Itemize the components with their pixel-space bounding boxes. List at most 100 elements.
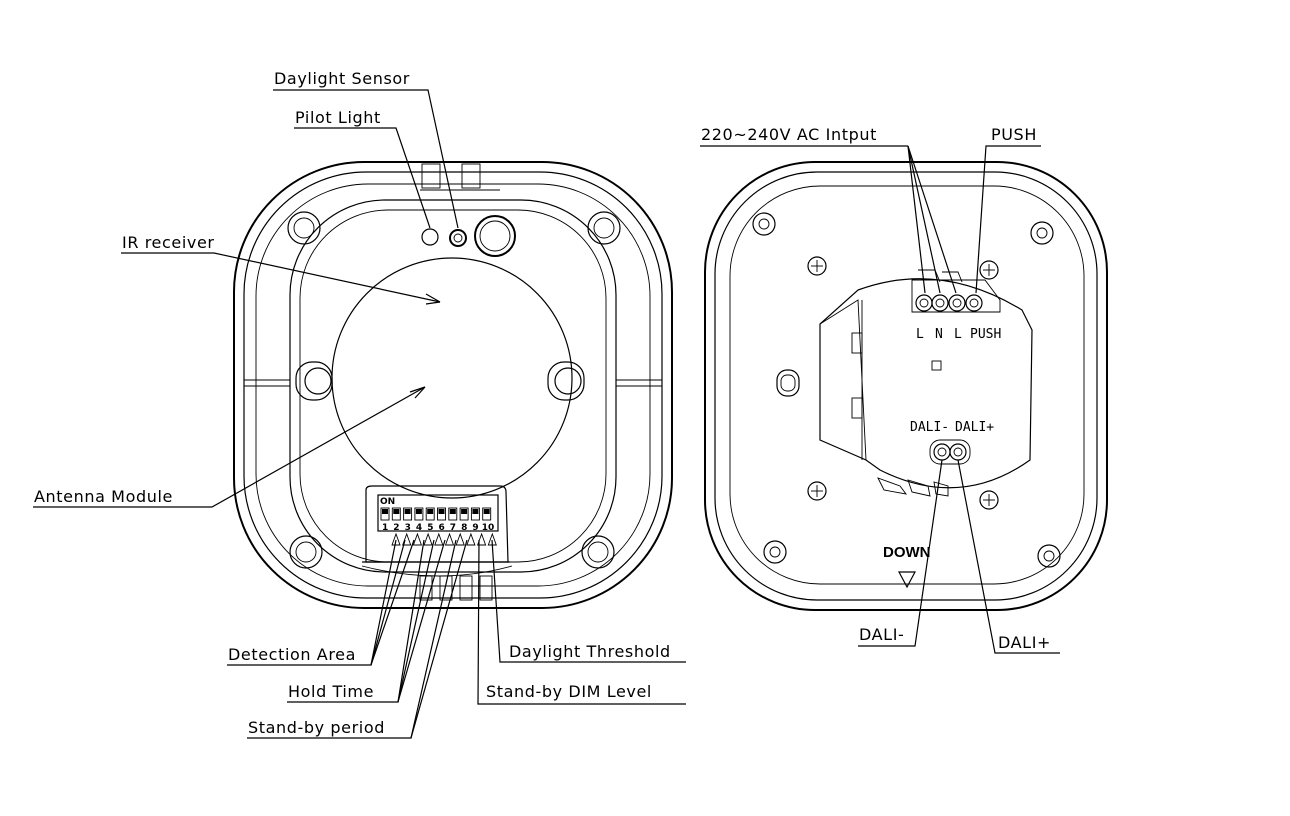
label-standby-dim-level: Stand-by DIM Level bbox=[477, 539, 686, 705]
label-ir-receiver: IR receiver bbox=[121, 233, 441, 305]
dip-switch-9 bbox=[470, 507, 480, 521]
dip-switch-5 bbox=[425, 507, 435, 521]
terminal-label-l1: L bbox=[916, 327, 924, 342]
dip-switch-6 bbox=[437, 507, 446, 521]
dip-switch-8 bbox=[459, 507, 469, 521]
pilot-light-text: Pilot Light bbox=[295, 108, 381, 127]
corner-screw-bl bbox=[289, 535, 323, 569]
back-housing-inner-2 bbox=[729, 185, 1085, 585]
dip-number-7: 7 bbox=[450, 523, 456, 533]
dip-number-2: 2 bbox=[393, 523, 399, 533]
down-label: DOWN bbox=[883, 544, 931, 561]
dip-number-10: 10 bbox=[482, 523, 495, 533]
label-push: PUSH bbox=[975, 125, 1041, 294]
front-housing-outer bbox=[233, 161, 673, 609]
terminal-label-n: N bbox=[935, 327, 943, 342]
label-dali-minus: DALI- bbox=[858, 459, 943, 647]
top-notches bbox=[420, 163, 500, 191]
back-housing-outer bbox=[704, 161, 1108, 611]
ac-input-text: 220~240V AC Intput bbox=[701, 125, 877, 144]
dip-arrow-5 bbox=[434, 532, 444, 546]
label-pilot-light: Pilot Light bbox=[294, 108, 431, 229]
back-side-slot-inner bbox=[780, 374, 796, 392]
dip-number-1: 1 bbox=[382, 523, 388, 533]
dip-switch-knob-1 bbox=[382, 509, 388, 514]
side-slots bbox=[244, 379, 662, 387]
center-mark bbox=[931, 360, 942, 371]
terminal-screw-l1 bbox=[915, 294, 933, 312]
back-screw-br bbox=[1037, 544, 1061, 568]
front-housing-inner-1 bbox=[243, 171, 663, 599]
dip-arrow-4 bbox=[423, 532, 433, 546]
dip-switch-knob-2 bbox=[393, 509, 400, 514]
dip-switch-knob-8 bbox=[461, 509, 468, 514]
dip-number-8: 8 bbox=[461, 523, 467, 533]
dip-switch-knob-6 bbox=[438, 509, 445, 514]
dip-switch-1 bbox=[380, 507, 390, 521]
dip-switch-knob-5 bbox=[427, 509, 434, 514]
cross-screw-3 bbox=[807, 481, 827, 501]
standby-period-text: Stand-by period bbox=[248, 718, 385, 737]
label-daylight-threshold: Daylight Threshold bbox=[491, 539, 686, 663]
front-housing-inner-2 bbox=[255, 183, 651, 587]
corner-screw-tr bbox=[587, 211, 621, 245]
dali-minus-screw bbox=[933, 443, 951, 461]
front-face-plate bbox=[289, 199, 617, 573]
dali-plus-text: DALI+ bbox=[998, 633, 1051, 652]
dip-switch-knob-7 bbox=[449, 509, 456, 514]
front-round-button bbox=[474, 215, 516, 257]
terminal-module: L N L PUSH DALI- DALI+ bbox=[819, 269, 1033, 497]
down-arrow-icon bbox=[898, 571, 916, 589]
terminal-label-l2: L bbox=[954, 327, 962, 342]
cross-screw-1 bbox=[807, 256, 827, 276]
back-screw-tl bbox=[752, 212, 776, 236]
back-screw-bl bbox=[763, 540, 787, 564]
front-round-button-inner bbox=[479, 220, 511, 252]
back-side-slot bbox=[776, 369, 800, 397]
cross-screw-4 bbox=[979, 490, 999, 510]
side-boss-right bbox=[547, 361, 585, 401]
dip-arrow-9 bbox=[476, 532, 487, 546]
ir-receiver-lens bbox=[331, 257, 573, 499]
dip-on-label: ON bbox=[380, 497, 395, 507]
side-boss-left bbox=[295, 361, 333, 401]
label-daylight-sensor: Daylight Sensor bbox=[273, 69, 459, 229]
daylight-threshold-text: Daylight Threshold bbox=[509, 642, 671, 661]
terminal-label-push: PUSH bbox=[970, 327, 1001, 342]
dip-number-3: 3 bbox=[405, 523, 411, 533]
dip-switch-10 bbox=[482, 507, 492, 521]
ir-receiver-text: IR receiver bbox=[122, 233, 215, 252]
push-text: PUSH bbox=[991, 125, 1037, 144]
dip-switch-knob-3 bbox=[404, 509, 411, 514]
dip-arrow-row bbox=[391, 532, 497, 546]
dip-number-9: 9 bbox=[472, 523, 478, 533]
dali-minus-text: DALI- bbox=[859, 625, 904, 644]
terminal-screw-n bbox=[931, 294, 949, 312]
corner-screw-br bbox=[581, 535, 615, 569]
terminal-label-dali-plus: DALI+ bbox=[955, 420, 994, 435]
dip-switch-knob-9 bbox=[472, 509, 479, 514]
dip-arrow-8 bbox=[466, 532, 476, 546]
hold-time-text: Hold Time bbox=[288, 682, 374, 701]
label-dali-plus: DALI+ bbox=[957, 459, 1060, 654]
dali-plus-screw bbox=[949, 443, 967, 461]
label-ac-input: 220~240V AC Intput bbox=[700, 125, 957, 294]
corner-screw-tl bbox=[287, 211, 321, 245]
dip-switch-knob-4 bbox=[415, 509, 422, 514]
terminal-screw-l2 bbox=[948, 294, 966, 312]
label-detection-area: Detection Area bbox=[227, 539, 415, 666]
terminal-label-dali-minus: DALI- bbox=[910, 420, 949, 435]
daylight-sensor-text: Daylight Sensor bbox=[274, 69, 410, 88]
cross-screw-2 bbox=[979, 260, 999, 280]
dip-number-4: 4 bbox=[416, 523, 422, 533]
dip-number-5: 5 bbox=[427, 523, 433, 533]
dip-switch-2 bbox=[391, 507, 401, 521]
back-view: L N L PUSH DALI- DALI+ DOWN 220~240V AC … bbox=[700, 125, 1108, 654]
label-hold-time: Hold Time bbox=[287, 539, 446, 703]
dip-arrow-3 bbox=[412, 532, 423, 546]
dip-switch-knob-10 bbox=[483, 509, 490, 514]
